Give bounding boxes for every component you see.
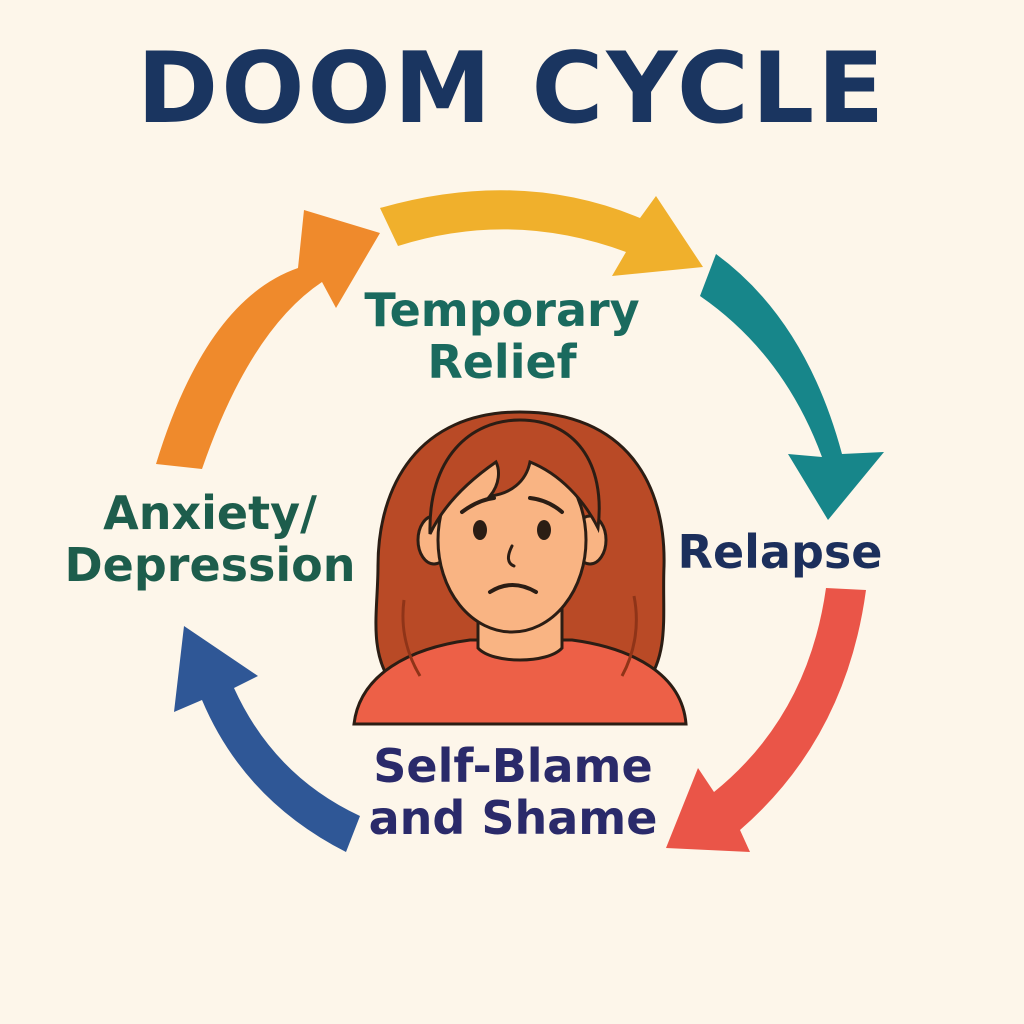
arrow-anxiety-to-relief bbox=[156, 210, 380, 469]
woman-shirt bbox=[352, 638, 688, 726]
woman-eye-right bbox=[537, 520, 551, 540]
woman-hair-strand bbox=[401, 599, 422, 677]
stage-label-anxiety-depression: Anxiety/Depression bbox=[60, 487, 360, 591]
sad-woman-icon bbox=[352, 410, 688, 726]
woman-nose bbox=[507, 544, 516, 568]
stage-label-line: Relapse bbox=[677, 525, 883, 579]
arrow-shame-to-anxiety bbox=[174, 626, 360, 852]
stage-label-line: Relief bbox=[427, 335, 577, 389]
woman-eyebrow-left bbox=[460, 496, 496, 514]
woman-eye-left bbox=[473, 520, 487, 540]
woman-frown bbox=[488, 583, 538, 594]
arrow-to-relief-top bbox=[380, 190, 703, 276]
woman-hair-strand bbox=[620, 595, 638, 677]
stage-label-relapse: Relapse bbox=[660, 526, 900, 578]
cycle-arrows bbox=[156, 190, 884, 852]
woman-hair-bangs bbox=[428, 418, 601, 535]
page-title: DOOM CYCLE bbox=[136, 32, 888, 146]
woman-eyebrow-right bbox=[528, 496, 564, 514]
stage-label-line: and Shame bbox=[368, 791, 658, 845]
arrow-relapse-to-shame bbox=[666, 588, 866, 852]
arrow-relief-to-relapse bbox=[700, 254, 884, 520]
stage-label-line: Temporary bbox=[364, 283, 640, 337]
stage-label-line: Self-Blame bbox=[373, 739, 653, 793]
stage-label-line: Anxiety/ bbox=[103, 486, 317, 540]
stage-label-line: Depression bbox=[64, 538, 356, 592]
